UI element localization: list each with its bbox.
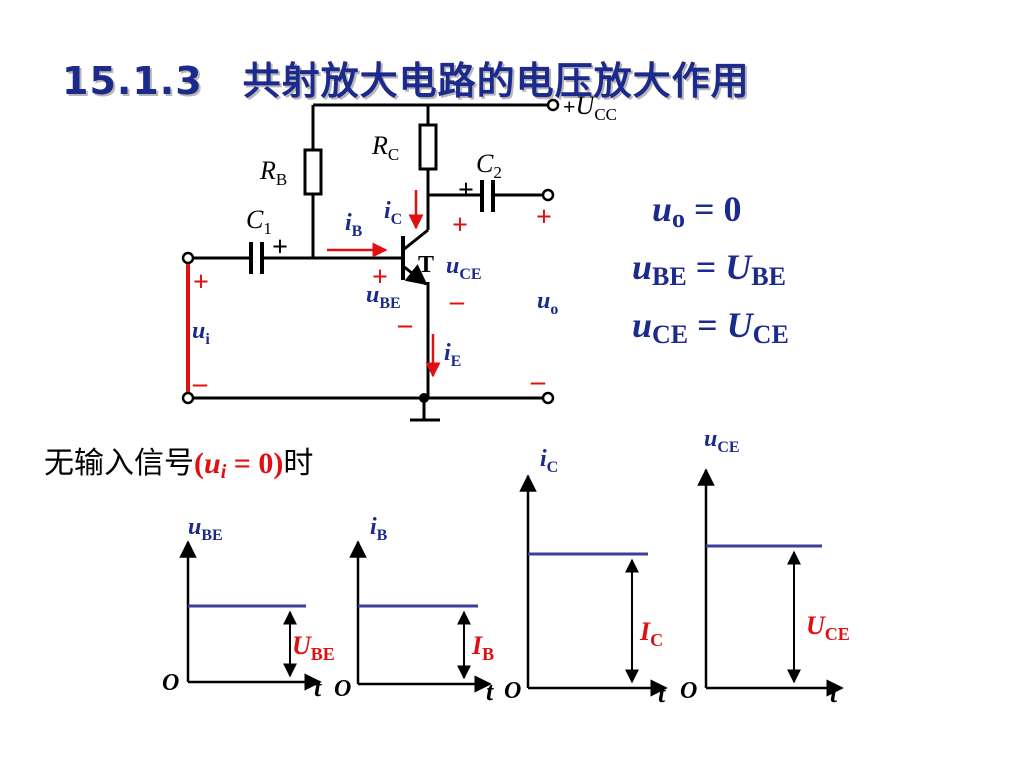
c1-capacitor <box>249 242 264 274</box>
rc-resistor <box>418 123 438 171</box>
level-label: UCE <box>806 611 850 644</box>
rb-label: RB <box>259 156 287 189</box>
uo-label: uo <box>537 288 558 318</box>
ie-label: iE <box>444 340 461 370</box>
y-axis-label: uCE <box>704 426 740 456</box>
no-signal-caption: 无输入信号(ui = 0)时 <box>44 446 314 483</box>
terminals <box>181 98 560 405</box>
graph-uce: uCE UCE O t <box>680 426 850 708</box>
ui-label: ui <box>192 318 210 348</box>
input-terminal-bottom <box>181 391 195 405</box>
transistor-label: T <box>418 252 434 278</box>
y-axis-label: iB <box>370 514 388 544</box>
origin-label: O <box>504 678 521 704</box>
graph-ube: uBE UBE O t <box>162 514 335 702</box>
ube-label: uBE <box>366 282 401 312</box>
origin-label: O <box>680 678 697 704</box>
ib-label: iB <box>345 210 363 240</box>
graph-ib: iB IB O t <box>334 514 494 706</box>
origin-label: O <box>162 670 179 696</box>
ube-minus: – <box>397 309 413 340</box>
wires <box>188 103 548 422</box>
title-text: 共射放大电路的电压放大作用 <box>242 59 750 103</box>
uo-minus: – <box>530 366 546 397</box>
input-terminal-top <box>181 251 195 265</box>
uo-plus: + <box>536 202 552 233</box>
page-title: 15.1.3 共射放大电路的电压放大作用 <box>62 50 750 105</box>
x-axis-label: t <box>658 679 666 708</box>
ic-label: iC <box>384 198 402 228</box>
c2-plus: + <box>458 175 474 206</box>
y-axis-label: uBE <box>188 514 223 544</box>
ui-plus: + <box>193 267 209 298</box>
graphs: uBE UBE O t iB IB O t <box>162 426 850 708</box>
rb-resistor <box>303 148 323 196</box>
output-terminal-top <box>541 188 555 202</box>
y-axis-label: iC <box>540 446 558 476</box>
uce-label: uCE <box>446 253 482 283</box>
rc-label: RC <box>371 131 399 164</box>
c1-label: C1 <box>246 205 272 238</box>
uce-minus: – <box>449 286 465 317</box>
c1-plus: + <box>272 232 288 263</box>
ui-minus: – <box>192 368 208 399</box>
x-axis-label: t <box>830 679 838 708</box>
uce-plus: + <box>452 210 468 241</box>
level-label: IC <box>639 617 663 650</box>
equation-uce: uCE = UCE <box>632 305 789 349</box>
c2-label: C2 <box>476 149 502 182</box>
level-label: IB <box>471 631 494 664</box>
x-axis-label: t <box>314 673 322 702</box>
ube-plus: + <box>372 262 388 293</box>
ground-junction <box>419 393 429 403</box>
output-terminal-bottom <box>541 391 555 405</box>
graph-ic: iC IC O t <box>504 446 668 708</box>
origin-label: O <box>334 676 351 702</box>
vcc-label: +UCC <box>563 91 617 124</box>
transistor-symbol <box>401 228 429 286</box>
equation-uo: uo = 0 <box>652 189 742 233</box>
section-number: 15.1.3 <box>62 59 203 103</box>
vcc-terminal <box>546 98 560 112</box>
x-axis-label: t <box>486 677 494 706</box>
c2-capacitor <box>480 180 495 212</box>
equation-ube: uBE = UBE <box>632 247 786 291</box>
level-label: UBE <box>292 631 335 664</box>
